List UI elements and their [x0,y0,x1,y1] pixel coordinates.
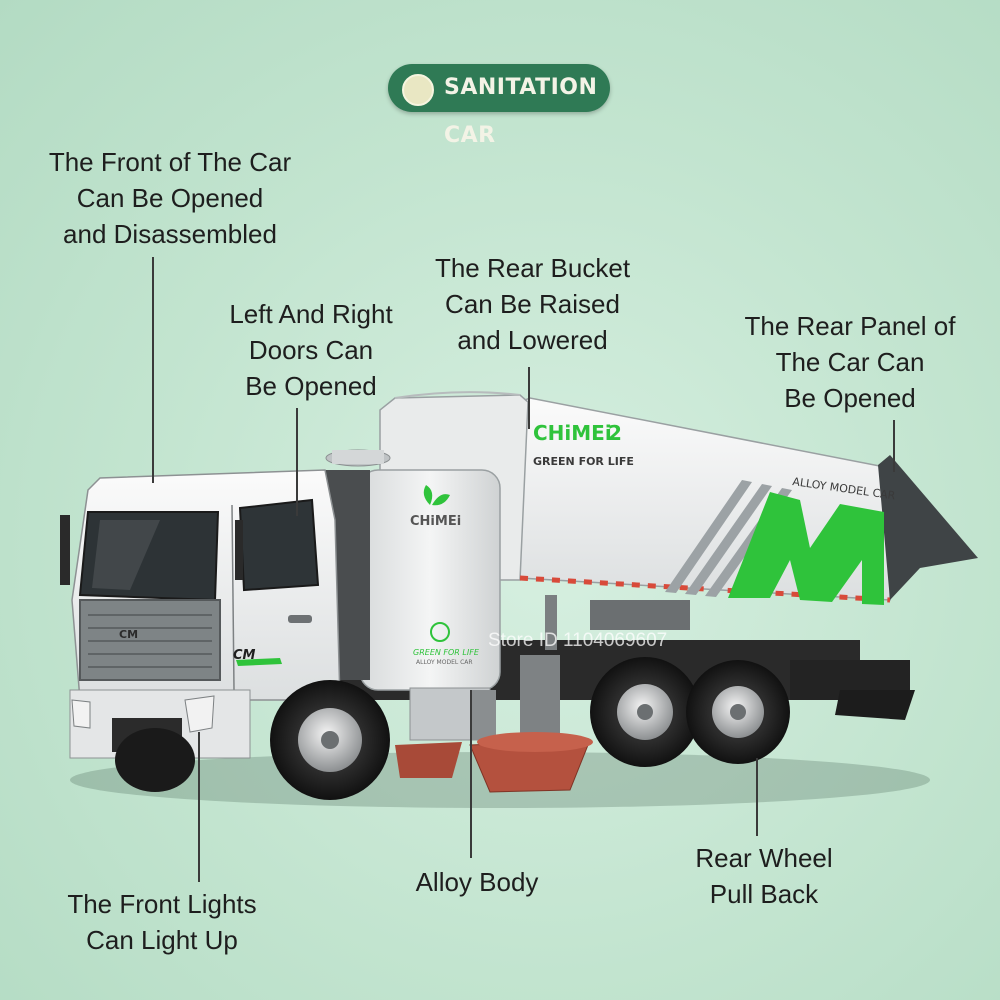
callout-alloy-body: Alloy Body [398,864,556,900]
truck-cab [60,469,341,759]
callout-line: The Rear Panel of [744,311,956,341]
callout-line: Can Light Up [86,925,238,955]
leader-bucket [528,367,530,429]
callout-line: Be Opened [784,383,916,413]
rear-wheel-1 [590,657,700,767]
tank-brand-text: CHiMEi [410,514,461,529]
callout-line: The Car Can [775,347,925,377]
callout-line: Doors Can [248,335,374,365]
callout-rear-wheel: Rear Wheel Pull Back [672,840,856,912]
tank-model-text: ALLOY MODEL CAR [416,659,473,666]
leader-alloy [470,690,472,858]
front-wheel-left [115,728,195,792]
store-watermark: Store ID 1104069607 [488,630,668,651]
callout-doors-open: Left And Right Doors Can Be Opened [200,296,422,404]
callout-line: Rear Wheel [695,843,833,873]
callout-line: The Front Lights [67,889,257,919]
leader-doors [296,408,298,516]
leader-front [152,257,154,483]
tank-tagline-text: GREEN FOR LIFE [413,648,480,657]
callout-front-lights: The Front Lights Can Light Up [40,886,284,958]
callout-front-open: The Front of The Car Can Be Opened and D… [20,144,320,252]
brand-tagline: GREEN FOR LIFE [533,455,634,468]
front-wheel [270,680,390,800]
callout-line: and Disassembled [63,219,277,249]
brand-logo-text: CHiMEi [533,421,612,445]
sanitation-car-badge: SANITATION CAR [388,64,610,148]
badge-label: SANITATION CAR [444,75,598,148]
green-m-graphic [728,492,884,605]
sweeper-brushes [395,655,593,793]
badge-dot-icon [402,74,434,106]
leader-rear-panel [893,420,895,472]
callout-line: and Lowered [457,325,608,355]
door-window [238,498,320,592]
rear-step [835,690,915,720]
callout-line: Pull Back [709,879,819,909]
brand-logo-suffix: 2 [608,421,622,445]
callout-rear-panel: The Rear Panel of The Car Can Be Opened [715,308,985,416]
callout-line: The Front of The Car [48,147,292,177]
rear-panel [878,455,978,600]
leader-wheel [756,758,758,836]
callout-line: Be Opened [245,371,377,401]
callout-bucket-raise: The Rear Bucket Can Be Raised and Lowere… [410,250,655,358]
grille-logo-text: CM [119,628,138,641]
leader-lights [198,732,200,882]
cab-logo-text: CM [233,648,256,663]
headlight [184,695,215,733]
callout-line: Left And Right [229,299,393,329]
callout-line: The Rear Bucket [434,253,631,283]
callout-line: Can Be Raised [445,289,620,319]
rear-wheel-2 [686,660,790,764]
callout-line: Alloy Body [415,867,539,897]
callout-line: Can Be Opened [76,183,264,213]
